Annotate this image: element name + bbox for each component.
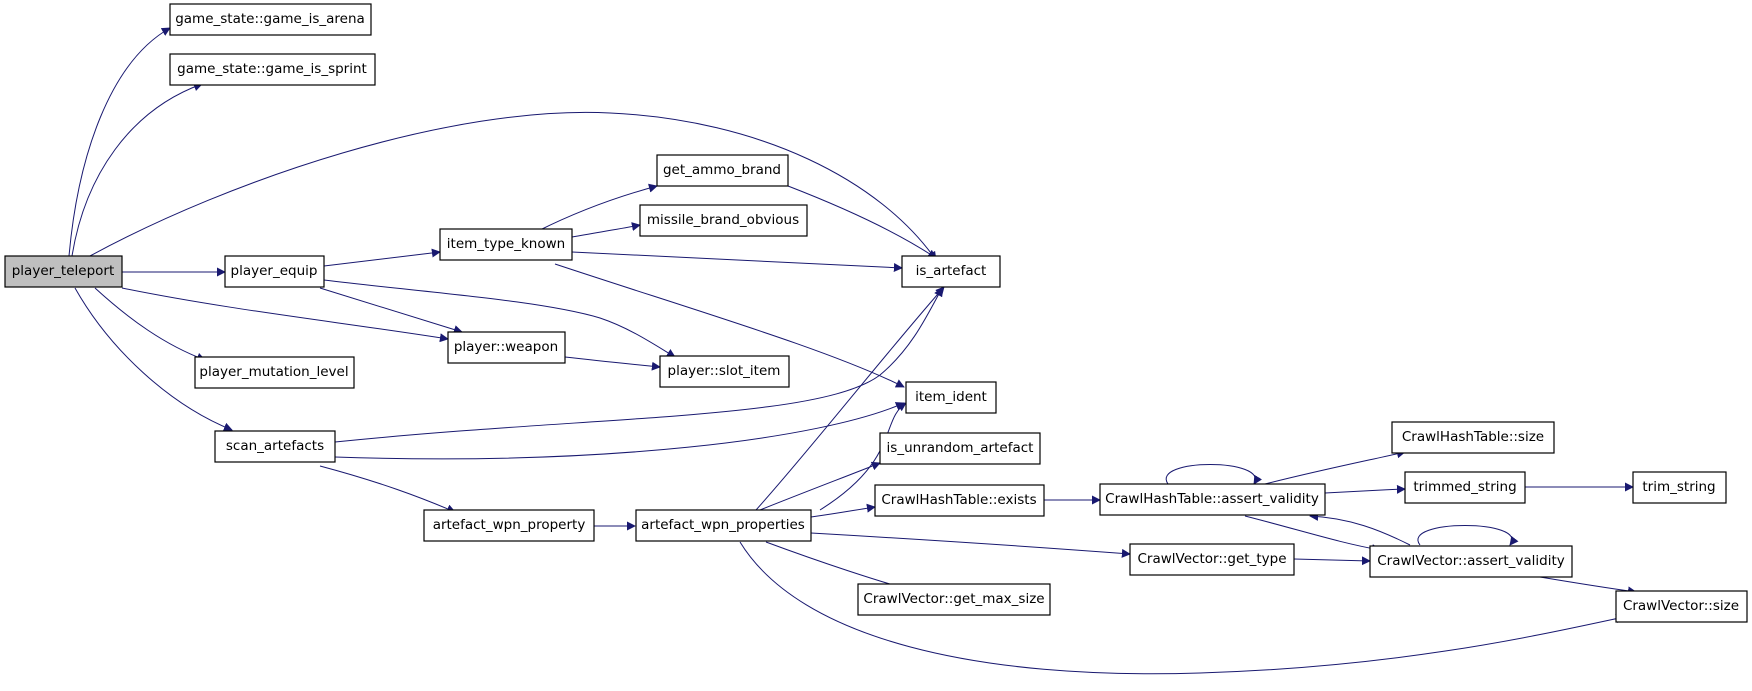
node-player-slot-item-label: player::slot_item <box>668 363 781 379</box>
edge-hash-assert-validity-to-trimmed-string <box>1324 484 1406 494</box>
node-scan-artefacts-label: scan_artefacts <box>226 438 324 454</box>
node-vector-assert-validity[interactable]: CrawlVector::assert_validity <box>1369 545 1573 578</box>
edge-vector-get-type-to-vector-assert-validity <box>1293 556 1371 566</box>
edge-player-teleport-to-is-artefact <box>89 111 937 261</box>
edge-player-equip-to-player-weapon <box>319 287 463 334</box>
node-get-ammo-brand-label: get_ammo_brand <box>663 162 781 178</box>
edge-player-teleport-to-player-weapon <box>121 287 449 343</box>
node-item-ident-label: item_ident <box>915 389 987 405</box>
node-vector-get-max-size-label: CrawlVector::get_max_size <box>863 591 1044 607</box>
node-hash-exists-label: CrawlHashTable::exists <box>881 492 1036 508</box>
node-player-mutation-level-label: player_mutation_level <box>199 364 348 380</box>
node-game-is-arena[interactable]: game_state::game_is_arena <box>169 3 372 36</box>
node-player-mutation-level[interactable]: player_mutation_level <box>194 356 355 389</box>
edge-vector-assert-validity-to-hash-assert-validity <box>1309 511 1411 546</box>
node-is-artefact[interactable]: is_artefact <box>901 255 1001 288</box>
node-vector-assert-validity-label: CrawlVector::assert_validity <box>1377 553 1565 569</box>
edge-hash-assert-validity-to-vector-assert-validity <box>1244 515 1381 554</box>
node-hash-assert-validity[interactable]: CrawlHashTable::assert_validity <box>1099 483 1326 516</box>
node-player-weapon[interactable]: player::weapon <box>447 331 566 364</box>
node-hash-size-label: CrawlHashTable::size <box>1402 429 1544 445</box>
node-player-equip[interactable]: player_equip <box>224 255 325 288</box>
node-vector-get-type-label: CrawlVector::get_type <box>1138 551 1287 567</box>
edge-item-type-known-to-get-ammo-brand <box>537 183 658 232</box>
edge-player-teleport-to-game-is-arena <box>68 27 171 257</box>
edge-artefact-wpn-properties-to-is-artefact <box>755 286 945 511</box>
node-hash-exists[interactable]: CrawlHashTable::exists <box>874 484 1045 517</box>
edge-item-type-known-to-missile-brand-obvious <box>571 222 641 238</box>
edges <box>68 27 1637 675</box>
node-vector-get-max-size[interactable]: CrawlVector::get_max_size <box>857 583 1051 616</box>
node-game-is-sprint[interactable]: game_state::game_is_sprint <box>169 53 376 86</box>
edge-player-teleport-to-player-mutation-level <box>94 287 206 362</box>
node-vector-size[interactable]: CrawlVector::size <box>1615 590 1748 623</box>
node-artefact-wpn-properties[interactable]: artefact_wpn_properties <box>635 509 812 542</box>
edge-artefact-wpn-properties-to-hash-exists <box>810 503 876 518</box>
node-player-teleport-label: player_teleport <box>12 263 115 279</box>
node-game-is-arena-label: game_state::game_is_arena <box>175 11 365 27</box>
edge-player-teleport-to-game-is-sprint <box>71 82 203 257</box>
node-item-ident[interactable]: item_ident <box>905 381 997 414</box>
node-is-unrandom-artefact[interactable]: is_unrandom_artefact <box>879 432 1041 465</box>
node-hash-assert-validity-label: CrawlHashTable::assert_validity <box>1105 491 1319 507</box>
node-trimmed-string-label: trimmed_string <box>1413 479 1516 495</box>
node-is-unrandom-artefact-label: is_unrandom_artefact <box>887 440 1034 456</box>
edge-vector-assert-validity-to-vector-size <box>1539 576 1637 596</box>
node-missile-brand-obvious-label: missile_brand_obvious <box>647 212 799 228</box>
node-trimmed-string[interactable]: trimmed_string <box>1404 471 1526 504</box>
node-player-weapon-label: player::weapon <box>454 339 558 355</box>
edge-scan-artefacts-to-is-artefact <box>334 287 943 443</box>
edge-hash-assert-validity-to-hash-size <box>1264 449 1406 485</box>
node-game-is-sprint-label: game_state::game_is_sprint <box>177 61 367 77</box>
edge-player-teleport-to-scan-artefacts <box>74 287 233 432</box>
edge-artefact-wpn-properties-to-vector-size <box>739 541 1625 675</box>
node-player-equip-label: player_equip <box>231 263 318 279</box>
edge-hash-assert-validity-self <box>1165 464 1263 485</box>
node-vector-get-type[interactable]: CrawlVector::get_type <box>1129 543 1295 576</box>
node-is-artefact-label: is_artefact <box>916 263 987 279</box>
node-missile-brand-obvious[interactable]: missile_brand_obvious <box>639 204 808 237</box>
edge-scan-artefacts-to-artefact-wpn-property <box>319 465 456 513</box>
edge-artefact-wpn-properties-to-is-unrandom-artefact <box>759 461 881 511</box>
edge-scan-artefacts-to-item-ident <box>334 402 905 460</box>
node-player-teleport[interactable]: player_teleport <box>4 255 123 288</box>
edge-get-ammo-brand-to-is-artefact <box>787 185 937 259</box>
edge-artefact-wpn-properties-to-vector-get-type <box>810 532 1131 558</box>
edge-player-equip-to-player-slot-item <box>323 279 676 358</box>
node-player-slot-item[interactable]: player::slot_item <box>659 355 790 388</box>
node-scan-artefacts[interactable]: scan_artefacts <box>214 430 336 463</box>
node-vector-size-label: CrawlVector::size <box>1623 598 1739 614</box>
node-item-type-known-label: item_type_known <box>447 236 565 252</box>
edge-item-type-known-to-is-artefact <box>571 251 903 273</box>
edge-vector-assert-validity-self <box>1417 525 1519 546</box>
node-trim-string[interactable]: trim_string <box>1632 471 1727 504</box>
edge-player-weapon-to-player-slot-item <box>564 356 661 371</box>
nodes: player_teleport game_state::game_is_aren… <box>4 3 1748 623</box>
node-artefact-wpn-property[interactable]: artefact_wpn_property <box>423 509 595 542</box>
node-artefact-wpn-property-label: artefact_wpn_property <box>433 517 586 533</box>
node-artefact-wpn-properties-label: artefact_wpn_properties <box>641 517 805 533</box>
node-trim-string-label: trim_string <box>1642 479 1715 495</box>
edge-player-equip-to-item-type-known <box>323 248 441 267</box>
node-hash-size[interactable]: CrawlHashTable::size <box>1391 421 1555 454</box>
node-item-type-known[interactable]: item_type_known <box>439 228 573 261</box>
node-get-ammo-brand[interactable]: get_ammo_brand <box>656 154 789 187</box>
